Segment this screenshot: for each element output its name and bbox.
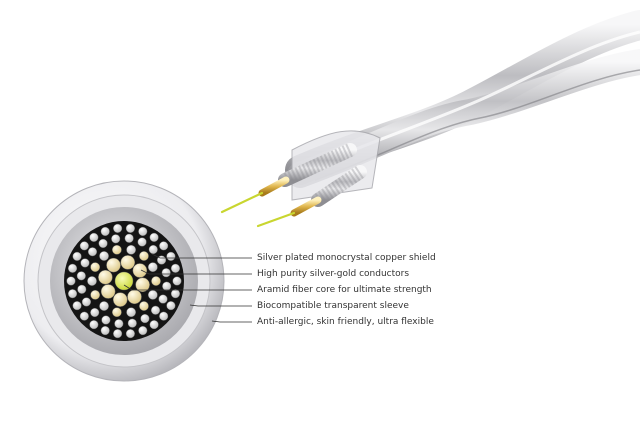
silver-strand [138, 226, 148, 236]
conductor-strand [90, 290, 100, 300]
conductor-strand [99, 251, 109, 261]
conductor-strand [87, 276, 97, 286]
conductor-strand [99, 301, 109, 311]
leader-line [123, 284, 252, 291]
conductor-strand [112, 307, 122, 317]
silver-strand [72, 251, 82, 261]
silver-strand [138, 326, 148, 336]
silver-strand [166, 301, 176, 311]
braided-conductors [278, 143, 367, 207]
silver-strand [79, 311, 89, 321]
silver-strand [172, 276, 182, 286]
gold-conductor [98, 270, 113, 285]
silver-strand [89, 232, 99, 242]
conductor-strand [151, 276, 161, 286]
silver-strand [159, 311, 169, 321]
conductor-strands [66, 223, 182, 339]
silver-strand [80, 258, 90, 268]
conductor-strand [148, 290, 158, 300]
gold-conductor [127, 289, 142, 305]
label-copper-shield: Silver plated monocrystal copper shield [257, 253, 436, 263]
silver-strand [125, 329, 135, 339]
silver-strand [124, 233, 134, 243]
twisted-cable [285, 10, 640, 201]
silver-strand [170, 289, 180, 299]
silver-strand [87, 247, 97, 257]
gold-conductor [106, 257, 121, 273]
gold-conductor [100, 284, 116, 299]
gold-conductor [113, 292, 128, 307]
silver-strand [137, 237, 147, 247]
silver-strand [89, 320, 99, 330]
leader-line [151, 253, 252, 259]
silver-strand [127, 318, 137, 328]
label-silver-gold-conductors: High purity silver-gold conductors [257, 269, 410, 279]
leader-line [211, 320, 252, 323]
silver-strand [162, 281, 172, 291]
cable-cross-section [23, 180, 225, 382]
silver-strand [68, 289, 78, 299]
gold-connector [258, 176, 322, 217]
silver-strand [125, 223, 135, 233]
silver-strand [72, 301, 82, 311]
silver-strand [158, 294, 168, 304]
silver-strand [111, 234, 121, 244]
silver-strand [149, 320, 159, 330]
conductor-strand [126, 307, 136, 317]
silver-strand [68, 263, 78, 273]
gold-conductor [135, 277, 150, 292]
label-transparent-sleeve: Biocompatible transparent sleeve [257, 301, 409, 311]
silver-strand [101, 315, 111, 325]
silver-strand [170, 263, 180, 273]
silver-strand [113, 223, 123, 233]
silver-strand [98, 238, 108, 248]
silver-strand [151, 305, 161, 315]
silver-strand [148, 244, 158, 254]
fiber-tip [220, 191, 296, 228]
gold-conductor [132, 263, 148, 278]
silver-strand [161, 268, 171, 278]
conductor-strand [139, 251, 149, 261]
gold-conductor [120, 255, 135, 270]
silver-strand [77, 284, 87, 294]
leader-line [140, 269, 252, 275]
silver-strand [90, 308, 100, 318]
silver-strand [114, 319, 124, 329]
silver-strand [79, 241, 89, 251]
silver-strand [76, 271, 86, 281]
silver-strand [100, 326, 110, 336]
silver-strand [66, 276, 76, 286]
leader-lines [123, 253, 252, 323]
label-anti-allergic: Anti-allergic, skin friendly, ultra flex… [257, 317, 434, 327]
leader-line [189, 304, 252, 307]
silver-strand [100, 226, 110, 236]
silver-strand [113, 329, 123, 339]
silver-strand [140, 314, 150, 324]
silver-strand [159, 241, 169, 251]
label-aramid-core: Aramid fiber core for ultimate strength [257, 285, 432, 295]
conductor-strand [112, 245, 122, 255]
conductor-strand [126, 245, 136, 255]
aramid-core [114, 271, 134, 291]
silver-strand [81, 297, 91, 307]
conductor-strand [139, 301, 149, 311]
conductor-strand [90, 262, 100, 272]
conductor-strand [148, 262, 158, 272]
silver-strand [166, 251, 176, 261]
silver-strand [149, 232, 159, 242]
